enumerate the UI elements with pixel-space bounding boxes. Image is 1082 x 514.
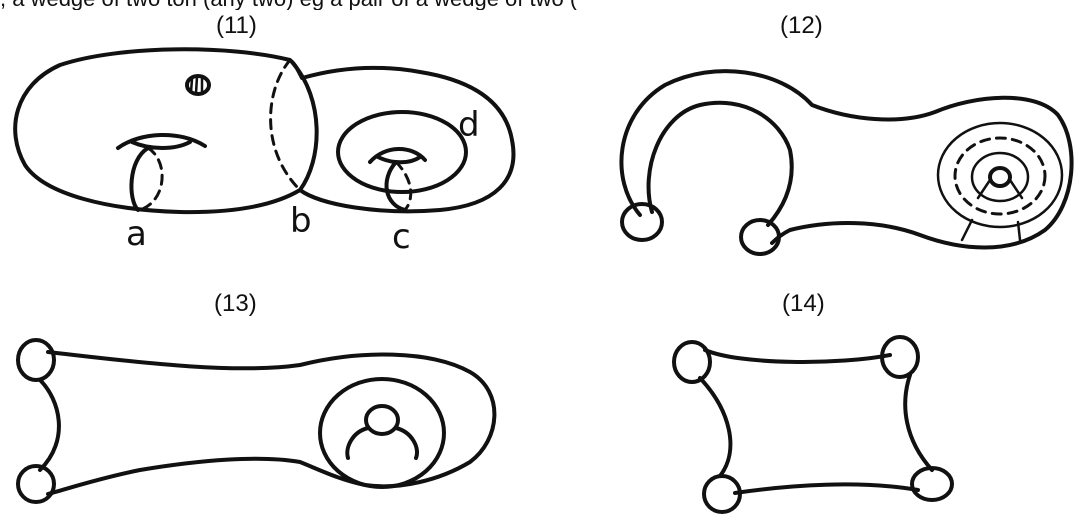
boundary-disk-12-right (741, 220, 779, 254)
handle-12-dashed-ring (955, 138, 1045, 214)
curve-a-dashed (140, 148, 162, 210)
curve-c-dashed (396, 162, 411, 210)
curve-a-solid (131, 148, 148, 210)
boundary-disk-14-bottom-right (912, 468, 952, 500)
surface-13-inner-edge (40, 380, 59, 470)
surface-14 (674, 337, 952, 512)
curve-b-dashed (271, 60, 300, 190)
curve-label-a: a (126, 214, 147, 254)
curve-label-b: b (290, 201, 312, 241)
hole-11-left-lower (132, 142, 190, 148)
surface-12 (621, 71, 1071, 254)
curve-b-solid (292, 62, 317, 190)
boundary-disk-13-bottom (18, 466, 54, 502)
surface-11-outline (15, 49, 513, 212)
surface-13-outline-top (48, 352, 494, 494)
curve-d (338, 112, 466, 192)
surface-14-outline (700, 350, 932, 493)
curve-label-d: d (458, 105, 480, 145)
curve-label-c: c (392, 217, 411, 257)
handle-12-hole (990, 168, 1010, 186)
boundary-disk-12-left (622, 204, 662, 240)
handle-12-ticks (962, 220, 1020, 240)
boundary-disk-13-top (18, 340, 54, 380)
surface-12-inner-arc (649, 103, 792, 225)
surface-12-outline (621, 71, 1071, 247)
boundary-disk-14-top-left (674, 342, 710, 382)
hole-11-right-lower (378, 157, 420, 162)
handle-12-spokes (978, 180, 1022, 198)
surface-13 (18, 340, 494, 502)
hatch-lines (191, 77, 202, 93)
surface-11: a b c d (15, 49, 513, 257)
handle-13-hole (366, 406, 398, 434)
